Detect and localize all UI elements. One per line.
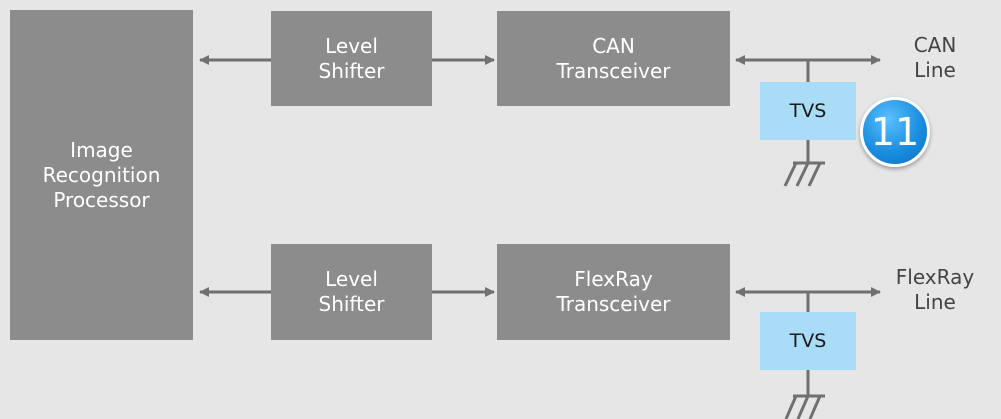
image-recognition-processor-block: Image Recognition Processor	[10, 10, 193, 340]
can-tvs-label: TVS	[789, 100, 827, 122]
can-transceiver-label-line-1: CAN	[592, 33, 635, 58]
can-level-shifter-block: Level Shifter	[271, 11, 432, 106]
flexray-line-label-line-1: FlexRay	[895, 265, 975, 289]
can-line-label-line-1: CAN	[913, 33, 957, 57]
flexray-transceiver-label-line-2: Transceiver	[556, 292, 671, 316]
flexray-tvs-block: TVS	[760, 312, 856, 370]
processor-label-line-2: Recognition	[42, 162, 161, 187]
can-line-label-line-2: Line	[914, 58, 956, 82]
flexray-level-shifter-label-line-2: Shifter	[318, 292, 385, 316]
flexray-level-shifter-label-line-1: Level	[325, 267, 378, 291]
ground-flexray-h3	[808, 395, 822, 419]
can-level-shifter-label-line-1: Level	[325, 33, 378, 58]
ground-can-h3	[807, 162, 822, 187]
ground-flexray-h1	[784, 395, 798, 419]
flexray-line-label-line-2: Line	[914, 290, 956, 314]
can-tvs-block: TVS	[760, 82, 856, 140]
step-number-badge-text: 11	[870, 110, 920, 154]
ground-can-h2	[795, 162, 810, 187]
flexray-transceiver-label-line-1: FlexRay	[574, 267, 653, 291]
flexray-level-shifter-block: Level Shifter	[271, 244, 432, 340]
flexray-transceiver-block: FlexRay Transceiver	[497, 244, 730, 340]
step-number-badge: 11	[860, 97, 930, 167]
can-transceiver-block: CAN Transceiver	[497, 11, 730, 106]
can-line-label: CAN Line	[900, 33, 970, 83]
processor-label-line-3: Processor	[53, 187, 150, 212]
flexray-line-label: FlexRay Line	[890, 265, 980, 315]
flexray-tvs-label: TVS	[789, 330, 827, 352]
ground-flexray-h2	[796, 395, 810, 419]
processor-label-line-1: Image	[70, 137, 133, 162]
can-transceiver-label-line-2: Transceiver	[556, 58, 671, 83]
ground-can-h1	[783, 162, 798, 187]
can-level-shifter-label-line-2: Shifter	[318, 58, 385, 83]
